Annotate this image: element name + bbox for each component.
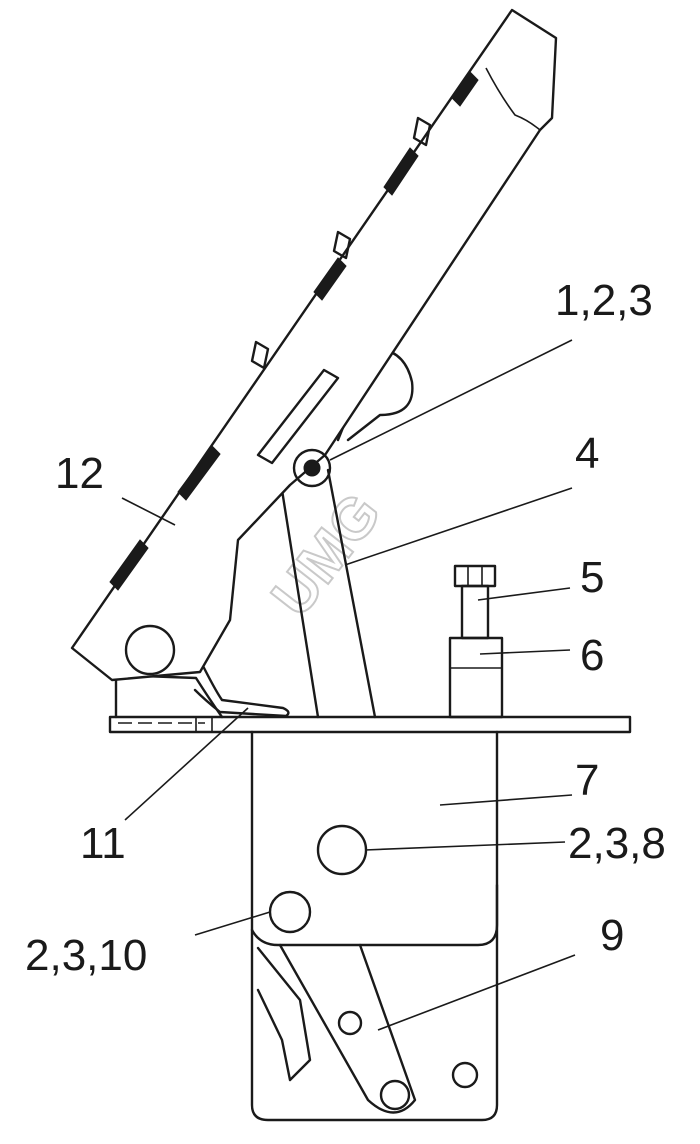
pivot-pin-10 (268, 890, 312, 934)
hinge-bracket (114, 673, 224, 719)
label-12: 12 (55, 449, 104, 498)
label-6: 6 (580, 631, 604, 680)
label-7: 7 (575, 756, 599, 805)
label-2-3-10: 2,3,10 (25, 931, 147, 980)
label-9: 9 (600, 911, 624, 960)
stop-block-6 (448, 636, 504, 719)
lever-9 (256, 943, 479, 1114)
pivot-pin-8 (316, 824, 368, 876)
push-rod-4 (280, 468, 377, 719)
pedal-arm-12 (70, 8, 558, 682)
return-spring-11 (193, 658, 290, 718)
label-1-2-3: 1,2,3 (555, 276, 653, 325)
pedal-pivot (124, 624, 176, 676)
mounting-plate (108, 715, 632, 734)
label-2-3-8: 2,3,8 (568, 819, 666, 868)
pedal-housing (250, 730, 499, 1122)
label-11: 11 (80, 819, 126, 868)
label-5: 5 (580, 553, 604, 602)
leader-lines (121, 339, 576, 1031)
pedal-grip-clips (109, 71, 479, 591)
label-4: 4 (575, 429, 599, 478)
adjusting-bolt-5 (453, 564, 497, 640)
